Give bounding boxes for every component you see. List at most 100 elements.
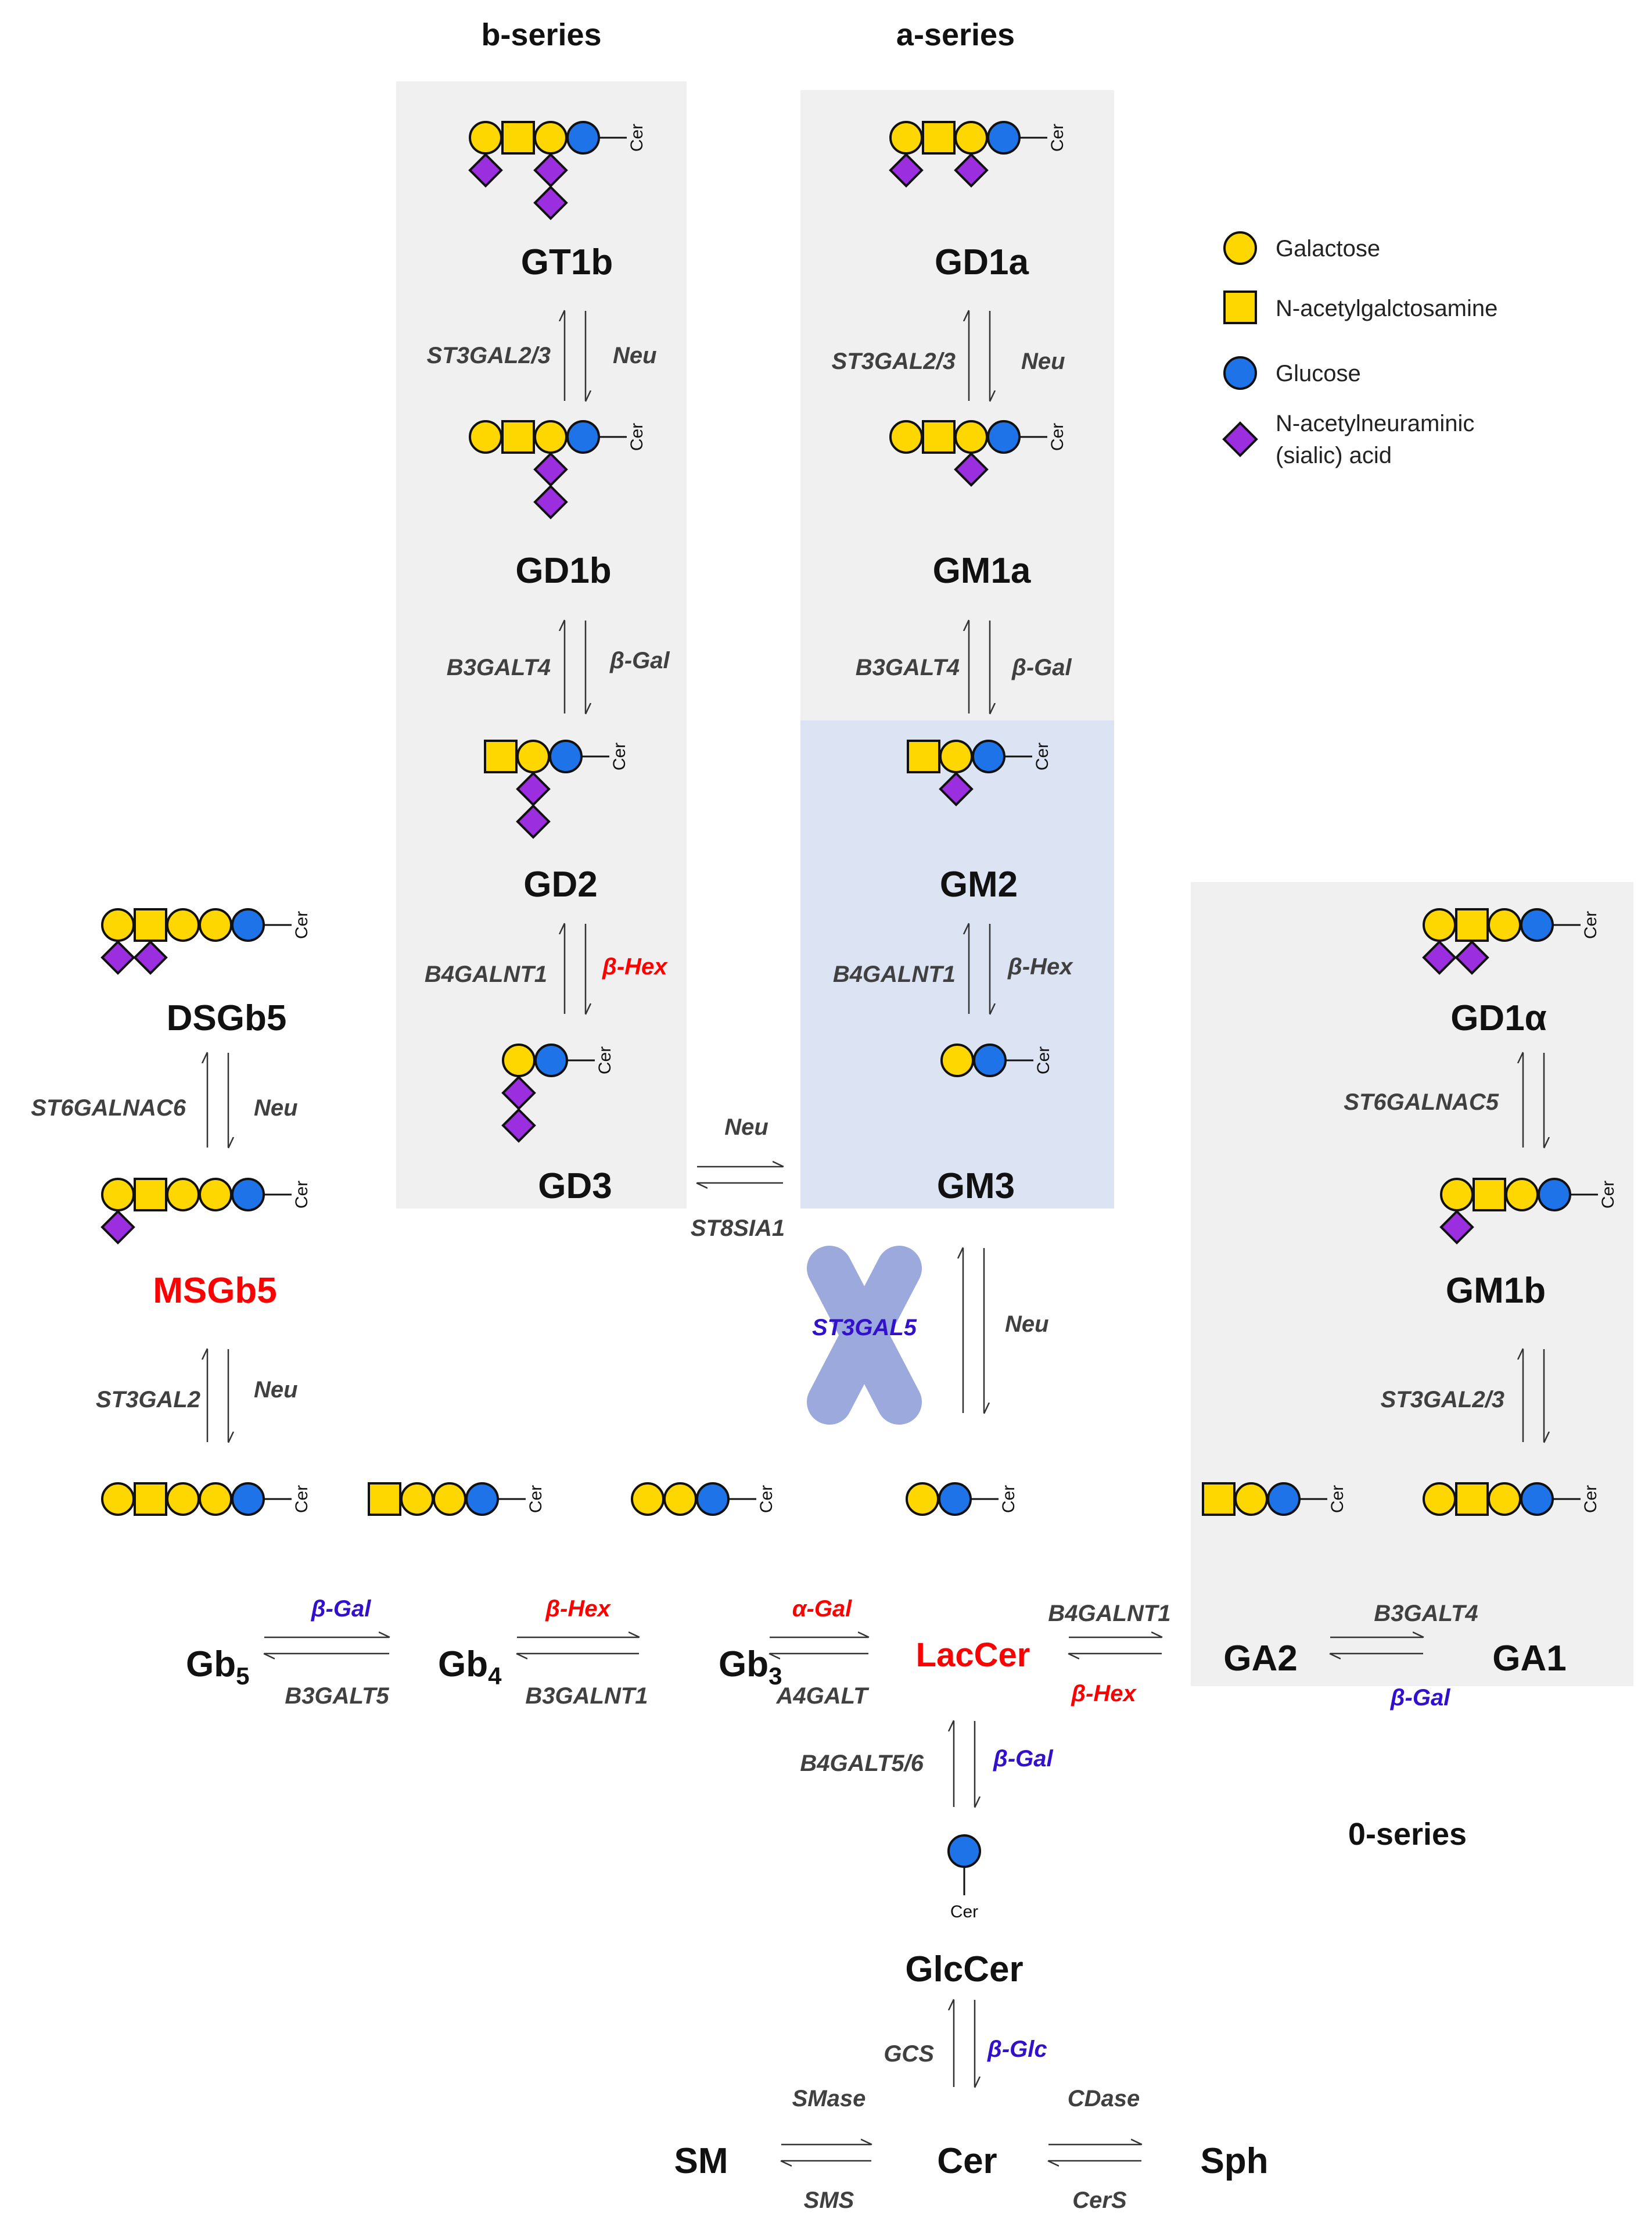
glycan-glccer: Cer [947,1834,981,1921]
ceramide-label: Cer [1599,1181,1618,1209]
compound-gd1alpha: GD1α [1450,998,1547,1038]
glucose-icon [1520,908,1554,942]
galactose-icon [166,908,200,942]
compound-gd1a: GD1a [935,242,1029,282]
zero-series-header: 0-series [1348,1817,1467,1852]
galactose-icon [906,1482,939,1516]
glycan-gm1b: Cer [1439,1178,1618,1245]
glycan-gm1a: Cer [889,420,1067,487]
compound-msgb5: MSGb5 [153,1271,277,1311]
enzyme-labels: ST3GAL2/3 Neu B3GALT4 β-Gal β-Hex B4GALN… [31,343,1504,2213]
enzyme-b3galt4-a: B3GALT4 [856,655,960,680]
compound-gd2: GD2 [523,865,597,905]
enzyme-neu-gd3-gm3: Neu [724,1114,768,1140]
glycan-gd1alpha: Cer [1422,908,1600,975]
enzyme-beta-gal-b: β-Gal [609,648,670,673]
galnac-icon [1202,1482,1236,1516]
compound-cer: Cer [937,2141,997,2181]
arrows-gb3-laccer [770,1637,868,1654]
galactose-icon [954,121,988,155]
galactose-icon [199,908,232,942]
galactose-icon [516,740,550,773]
ceramide-label: Cer [1048,124,1067,152]
glycan-gt1b: Cer [468,121,647,220]
zero-series-panel [1191,882,1633,1686]
horizontal-reaction-arrows [264,1167,1423,2161]
glucose-icon [972,740,1005,773]
legend-galnac-label: N-acetylgalctosamine [1276,296,1497,321]
enzyme-beta-hex-gb4: β-Hex [545,1596,611,1622]
enzyme-st3gal5: ST3GAL5 [812,1315,917,1340]
glucose-icon [1538,1178,1571,1211]
arrows-msgb5-gb5 [207,1349,228,1442]
compound-gb4: Gb4 [438,1644,502,1690]
legend-sialic-label-line2: (sialic) acid [1276,443,1392,468]
galnac-legend-icon [1223,291,1257,324]
glucose-icon [1520,1482,1554,1516]
glycan-gm2: Cer [907,740,1052,806]
enzyme-beta-gal-laccer: β-Gal [993,1746,1054,1772]
enzyme-b4galnt1-0: B4GALNT1 [1048,1601,1170,1626]
arrows-gm1a-gm2 [969,621,990,713]
galactose-icon [534,121,568,155]
galactose-icon [663,1482,697,1516]
sialic-acid-icon [516,804,551,839]
enzyme-beta-gal-a: β-Gal [1011,655,1072,680]
enzyme-st3gal23-b: ST3GAL2/3 [427,343,551,368]
arrows-gm1b-ga1 [1523,1349,1544,1442]
ceramide-label: Cer [1328,1485,1347,1513]
enzyme-cers: CerS [1072,2188,1127,2213]
ceramide-label: Cer [627,124,647,152]
compound-gm3: GM3 [937,1166,1015,1206]
galactose-icon [101,908,135,942]
ceramide-label: Cer [1034,1046,1053,1074]
compound-gb3: Gb3 [719,1644,782,1690]
ceramide-label: Cer [757,1485,776,1513]
ceramide-label: Cer [1033,743,1052,770]
galactose-icon [534,420,568,454]
galactose-icon [1423,908,1456,942]
ceramide-label: Cer [1581,1485,1600,1513]
arrows-gm3-laccer [963,1248,984,1413]
enzyme-st6galnac5: ST6GALNAC5 [1344,1089,1499,1115]
compound-ga2: GA2 [1223,1638,1297,1679]
galactose-icon [939,740,973,773]
ceramide-label: Cer [292,1181,311,1209]
a-series-panel [800,90,1114,720]
ceramide-label: Cer [292,911,311,939]
glucose-icon [696,1482,730,1516]
galnac-icon [484,740,518,773]
galactose-icon [1234,1482,1268,1516]
sialic-acid-icon [954,452,989,487]
enzyme-neu-gm3-laccer: Neu [1005,1311,1049,1337]
galactose-icon [889,121,923,155]
galnac-icon [907,740,940,773]
glucose-legend-icon [1223,356,1257,390]
glycan-ga1: Cer [1423,1482,1600,1516]
glycan-msgb5: Cer [100,1178,311,1245]
galactose-icon [469,121,502,155]
sialic-acid-icon [100,1210,135,1245]
sialic-acid-legend-icon [1222,421,1258,457]
legend-galactose-label: Galactose [1276,236,1380,261]
glucose-icon [231,1482,265,1516]
glycan-laccer: Cer [906,1482,1018,1516]
enzyme-beta-gal-0: β-Gal [1390,1685,1451,1711]
b-series-header: b-series [481,17,601,52]
compound-labels: GT1b GD1b GD2 GD3 GD1a GM1a GM2 GM3 DSGb… [153,242,1567,2181]
galactose-icon [199,1482,232,1516]
sialic-acid-icon [533,485,568,519]
galnac-icon [134,908,167,942]
arrows-laccer-glccer [954,1721,975,1807]
sialic-acid-icon [939,772,974,806]
glucose-icon [566,121,600,155]
glycan-gb5: Cer [101,1482,311,1516]
glycan-gb3: Cer [631,1482,776,1516]
enzyme-b3galt5: B3GALT5 [285,1683,389,1709]
enzyme-neu-dsgb5: Neu [254,1095,298,1121]
galactose-icon [166,1482,200,1516]
galactose-icon [631,1482,665,1516]
galnac-icon [501,420,535,454]
